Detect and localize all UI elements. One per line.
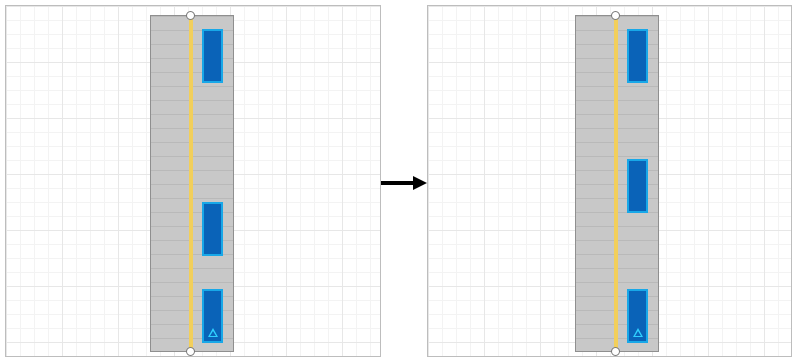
road-start-node[interactable] [186, 11, 195, 20]
ego-vehicle[interactable] [627, 289, 648, 343]
road-segment[interactable] [150, 11, 234, 356]
vehicle-2[interactable] [202, 202, 223, 256]
arrow-head [413, 176, 427, 190]
ego-vehicle[interactable] [202, 289, 223, 343]
road-start-node[interactable] [611, 11, 620, 20]
vehicle-1[interactable] [627, 29, 648, 83]
vehicle-1[interactable] [202, 29, 223, 83]
right-arrow-icon [381, 176, 427, 190]
vehicle-2[interactable] [627, 159, 648, 213]
scene-canvas-before[interactable] [5, 5, 381, 357]
arrow-shaft [381, 181, 415, 185]
road-end-node[interactable] [186, 347, 195, 356]
road-end-node[interactable] [611, 347, 620, 356]
ego-triangle-icon [208, 328, 218, 337]
scene-canvas-after[interactable] [427, 5, 792, 357]
road-segment[interactable] [575, 11, 659, 356]
lane-center-line [189, 16, 193, 351]
ego-triangle-icon [633, 328, 643, 337]
lane-center-line [614, 16, 618, 351]
